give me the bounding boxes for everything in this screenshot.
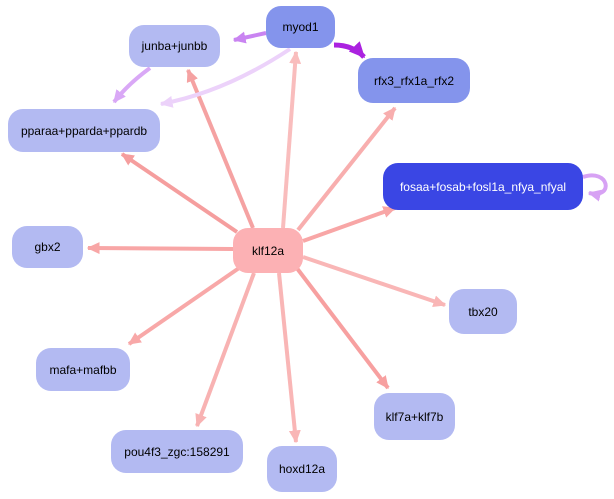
edge-klf12a-to-pou4f3-zgc-158291	[195, 272, 256, 428]
node-myod1[interactable]: myod1	[266, 6, 335, 48]
node-mafa-mafbb[interactable]: mafa+mafbb	[36, 348, 130, 391]
node-label: gbx2	[34, 240, 61, 254]
edge-myod1-to-junba-junbb	[232, 31, 267, 44]
edge-klf12a-to-gbx2	[86, 242, 234, 255]
node-label: pou4f3_zgc:158291	[124, 444, 230, 459]
node-label: junba+junbb	[141, 39, 208, 53]
edge-klf12a-to-fosaa-fosab-fosl1a-nfya-nfyal	[302, 206, 397, 243]
node-label: hoxd12a	[278, 462, 326, 476]
edge-myod1-to-pparaa-pparda-ppardb	[159, 47, 292, 108]
edge-klf12a-to-junba-junbb	[186, 68, 255, 229]
node-label: fosaa+fosab+fosl1a_nfya_nfyal	[399, 179, 567, 194]
node-label: tbx20	[468, 304, 498, 319]
edge-klf12a-to-myod1	[281, 50, 302, 229]
edge-junba-junbb-to-pparaa-pparda-ppardb	[112, 66, 152, 104]
node-klf12a[interactable]: klf12a	[233, 228, 303, 273]
edge-fosaa-fosab-fosl1a-nfya-nfyal-to-fosaa-fosab-fosl1a-nfya-nfyal	[582, 173, 608, 202]
node-rfx3-rfx1a-rfx2[interactable]: rfx3_rfx1a_rfx2	[358, 58, 470, 103]
node-fosaa-fosab-fosl1a-nfya-nfyal[interactable]: fosaa+fosab+fosl1a_nfya_nfyal	[383, 163, 583, 210]
edge-myod1-to-rfx3-rfx1a-rfx2	[333, 41, 366, 59]
node-pparaa-pparda-ppardb[interactable]: pparaa+pparda+ppardb	[8, 109, 160, 152]
node-tbx20[interactable]: tbx20	[449, 289, 517, 334]
node-hoxd12a[interactable]: hoxd12a	[267, 446, 337, 492]
node-label: rfx3_rfx1a_rfx2	[373, 73, 455, 88]
node-junba-junbb[interactable]: junba+junbb	[129, 25, 220, 67]
edge-klf12a-to-tbx20	[302, 255, 447, 307]
edge-klf12a-to-klf7a-klf7b	[294, 265, 390, 390]
edge-klf12a-to-rfx3-rfx1a-rfx2	[296, 106, 397, 232]
node-label: klf12a	[251, 243, 285, 258]
node-label: myod1	[282, 20, 319, 34]
edge-klf12a-to-pparaa-pparda-ppardb	[120, 152, 239, 234]
node-label: klf7a+klf7b	[385, 409, 444, 424]
edge-klf12a-to-hoxd12a	[277, 272, 301, 444]
node-label: mafa+mafbb	[49, 362, 117, 377]
node-gbx2[interactable]: gbx2	[12, 226, 83, 268]
node-pou4f3-zgc-158291[interactable]: pou4f3_zgc:158291	[111, 430, 243, 473]
edge-klf12a-to-mafa-mafbb	[127, 264, 244, 346]
node-label: pparaa+pparda+ppardb	[20, 123, 148, 138]
node-klf7a-klf7b[interactable]: klf7a+klf7b	[374, 393, 455, 440]
